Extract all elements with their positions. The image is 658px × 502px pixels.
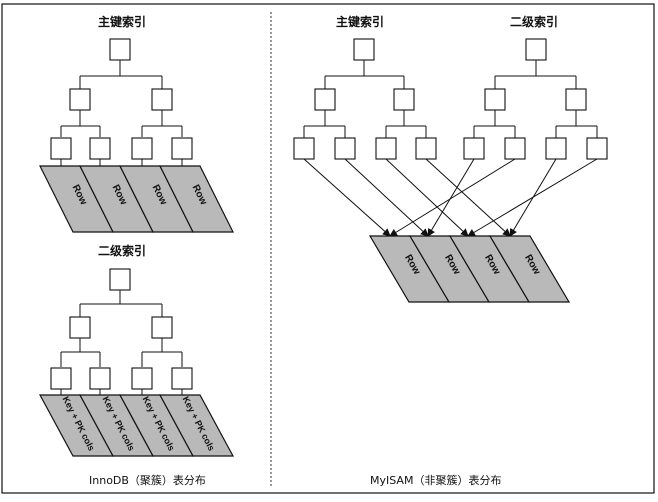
innodb-secondary-index: 二级索引 Key + PK cols bbox=[38, 243, 235, 457]
myisam-pointer-arrows bbox=[303, 158, 598, 237]
myisam-secondary-leaf-node bbox=[586, 137, 608, 160]
innodb-primary-leaf-node bbox=[131, 137, 153, 160]
myisam-secondary-leaf-node bbox=[504, 137, 526, 160]
innodb-primary-internal-node bbox=[151, 88, 173, 111]
myisam-pointer-arrow bbox=[303, 158, 391, 237]
innodb-primary-root-node bbox=[109, 38, 131, 61]
innodb-primary-title: 主键索引 bbox=[98, 14, 146, 29]
myisam-pointer-arrow bbox=[425, 158, 511, 237]
myisam-primary-internal-node bbox=[314, 88, 336, 111]
innodb-secondary-internal-node bbox=[69, 316, 91, 339]
innodb-secondary-leaf-node bbox=[171, 367, 193, 390]
innodb-primary-row-cell bbox=[159, 165, 234, 233]
myisam-primary-title: 主键索引 bbox=[336, 14, 384, 29]
innodb-primary-leaf-node bbox=[171, 137, 193, 160]
myisam-secondary-internal-node bbox=[484, 88, 506, 111]
myisam-primary-internal-node bbox=[393, 88, 415, 111]
myisam-primary-edges bbox=[303, 60, 427, 138]
myisam-primary-leaf-node bbox=[375, 137, 397, 160]
myisam-caption: MyISAM（非聚簇）表分布 bbox=[370, 473, 501, 487]
innodb-secondary-edges bbox=[60, 290, 183, 395]
myisam-secondary-title: 二级索引 bbox=[510, 14, 558, 29]
innodb-secondary-leaf-node bbox=[89, 367, 111, 390]
myisam-pointer-arrow bbox=[389, 158, 516, 237]
innodb-secondary-leaf-node bbox=[50, 367, 72, 390]
myisam-row-cell bbox=[488, 235, 571, 303]
innodb-primary-index: 主键索引 Row bbox=[39, 14, 234, 233]
myisam-row-storage: Row Row Row Row bbox=[368, 235, 571, 303]
innodb-primary-edges bbox=[60, 60, 183, 166]
myisam-secondary-index: 二级索引 bbox=[463, 14, 608, 160]
innodb-secondary-internal-node bbox=[151, 316, 173, 339]
myisam-secondary-leaf-node bbox=[463, 137, 485, 160]
myisam-primary-root-node bbox=[353, 38, 375, 61]
innodb-primary-internal-node bbox=[69, 88, 91, 111]
outer-frame bbox=[1, 3, 655, 494]
myisam-secondary-root-node bbox=[525, 38, 547, 61]
innodb-caption: InnoDB（聚簇）表分布 bbox=[89, 473, 206, 487]
myisam-secondary-leaf-node bbox=[545, 137, 567, 160]
myisam-primary-index: 主键索引 bbox=[293, 14, 437, 160]
myisam-pointer-arrow bbox=[385, 158, 469, 237]
innodb-primary-leaf-node bbox=[50, 137, 72, 160]
myisam-pointer-arrow bbox=[467, 158, 598, 237]
myisam-pointer-arrow bbox=[344, 158, 429, 237]
innodb-primary-leaf-node bbox=[89, 137, 111, 160]
myisam-primary-leaf-node bbox=[293, 137, 315, 160]
myisam-secondary-internal-node bbox=[565, 88, 587, 111]
myisam-primary-leaf-node bbox=[334, 137, 356, 160]
innodb-secondary-root-node bbox=[109, 268, 131, 291]
innodb-secondary-key-cell bbox=[158, 394, 235, 457]
myisam-secondary-edges bbox=[473, 60, 598, 138]
innodb-secondary-title: 二级索引 bbox=[98, 243, 146, 258]
myisam-primary-leaf-node bbox=[415, 137, 437, 160]
myisam-pointer-arrow bbox=[427, 158, 475, 237]
innodb-secondary-leaf-node bbox=[131, 367, 153, 390]
